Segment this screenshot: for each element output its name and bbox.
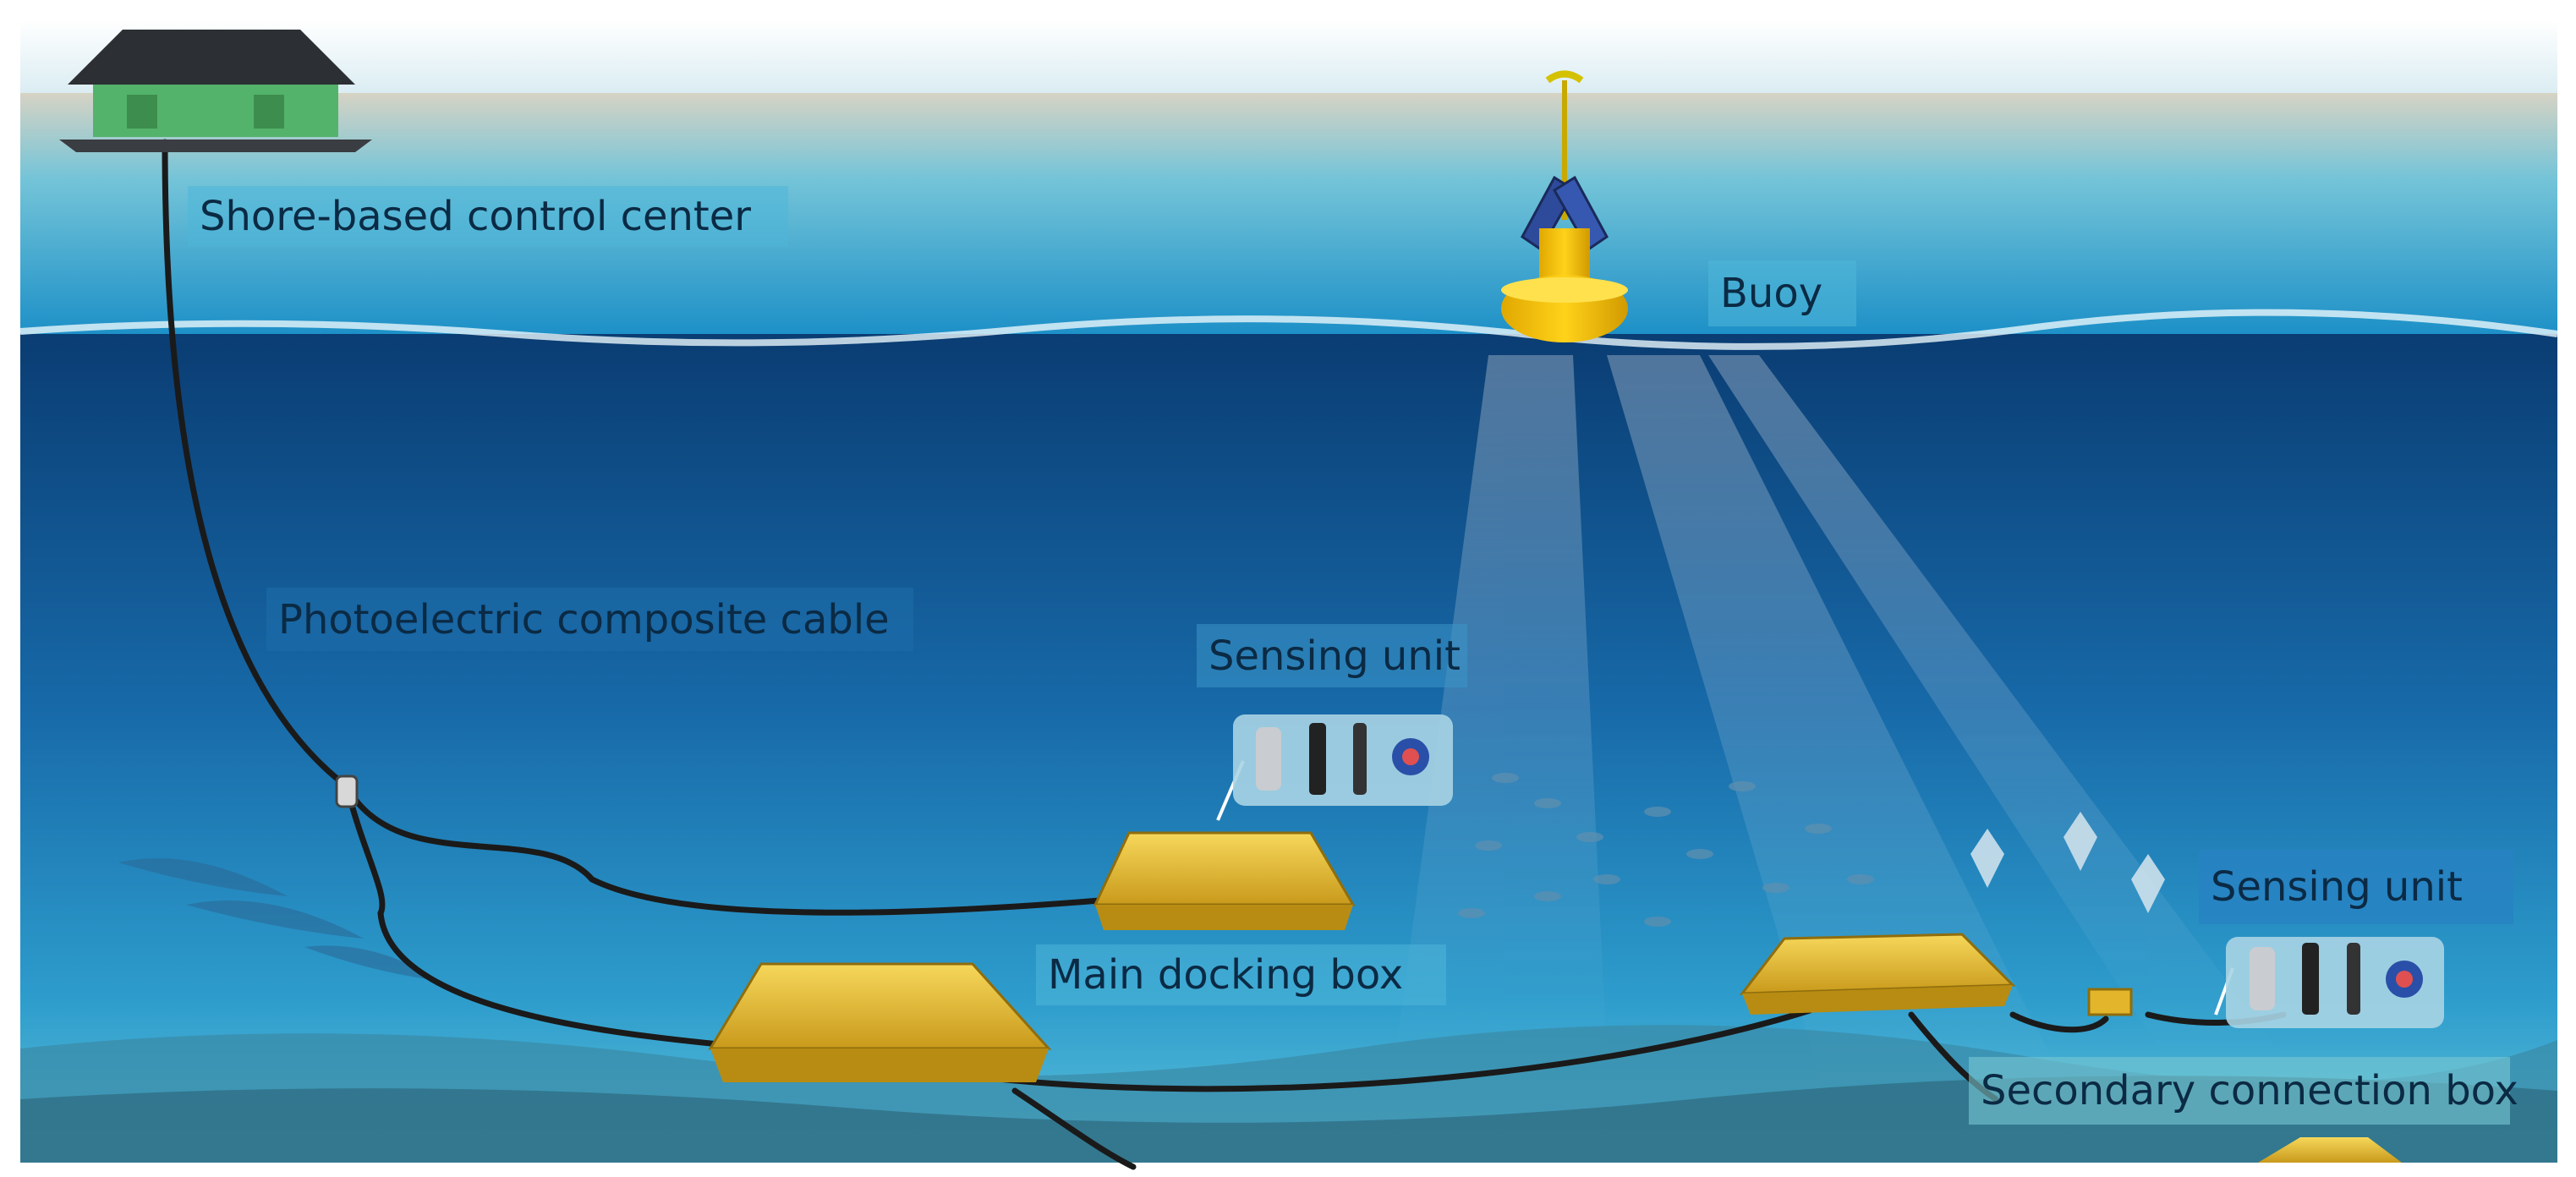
secondary-connection-box [1739, 933, 2133, 1016]
label-sensing-unit-top: Sensing unit [1197, 624, 1467, 687]
partial-box [2258, 1137, 2402, 1163]
fish-school [1458, 773, 1874, 927]
buoy [1501, 70, 1628, 342]
main-docking-box-upper [1093, 831, 1356, 930]
main-docking-box-lower [708, 962, 1052, 1082]
label-sensing-unit-right: Sensing unit [2199, 850, 2513, 924]
label-photoelectric-composite-cable: Photoelectric composite cable [266, 588, 913, 651]
sensing-unit-panel-top [1216, 714, 1453, 821]
angelfish [1970, 812, 2165, 913]
cable-connector [335, 775, 359, 808]
label-main-docking-box: Main docking box [1036, 944, 1446, 1005]
label-shore-based-control-center: Shore-based control center [188, 186, 788, 247]
sky [20, 20, 2557, 96]
shore-building [59, 30, 372, 152]
photoelectric-composite-cable [162, 139, 2287, 1170]
waterline [19, 309, 2558, 350]
label-secondary-connection-box: Secondary connection box [1969, 1057, 2518, 1125]
sensing-unit-panel-right [2214, 937, 2444, 1028]
dolphins [118, 858, 440, 981]
label-buoy: Buoy [1708, 260, 1856, 326]
